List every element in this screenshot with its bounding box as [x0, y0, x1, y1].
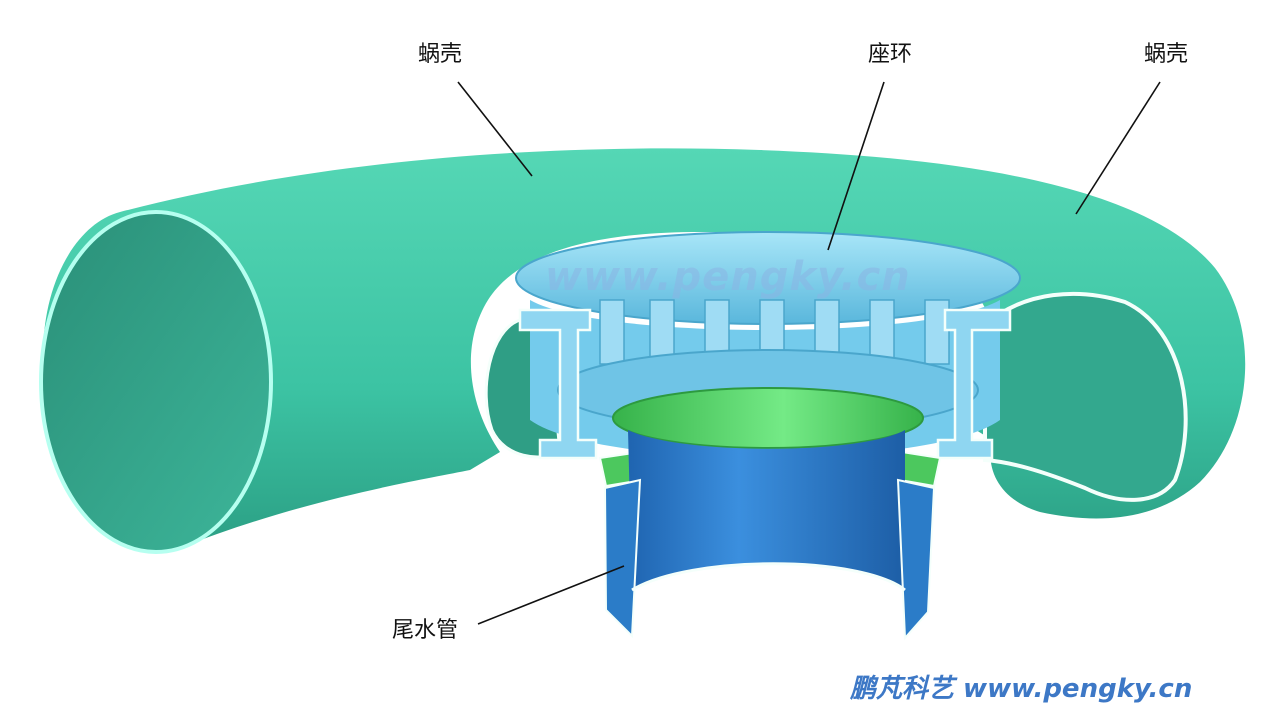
stay-ring-right-profile: [936, 308, 1012, 460]
draft-tube: [603, 430, 936, 641]
discharge-ring: [598, 387, 942, 488]
label-stay-ring: 座环: [868, 42, 913, 67]
footer-brand[interactable]: 鹏芃科艺 www.pengky.cn: [850, 674, 1193, 704]
draft-tube-right-wall: [896, 478, 936, 641]
leader-scroll-left: [457, 81, 533, 177]
label-scroll-case-left: 蜗壳: [418, 42, 463, 67]
leader-scroll-right: [1075, 81, 1161, 215]
discharge-ring-top: [612, 387, 924, 449]
draft-tube-left-wall: [603, 478, 642, 639]
draft-tube-opening-edge: [631, 562, 906, 592]
leader-stay-ring: [827, 81, 885, 251]
leader-lines: [457, 81, 1161, 625]
label-scroll-case-right: 蜗壳: [1144, 42, 1189, 67]
draft-tube-body: [628, 430, 905, 590]
leader-draft-tube: [477, 565, 625, 625]
watermark-text: www.pengky.cn: [545, 254, 911, 300]
label-draft-tube: 尾水管: [392, 618, 459, 643]
stay-ring-left-profile: [518, 308, 598, 460]
right-cut-section: [983, 291, 1188, 502]
inlet-opening: [39, 210, 273, 554]
